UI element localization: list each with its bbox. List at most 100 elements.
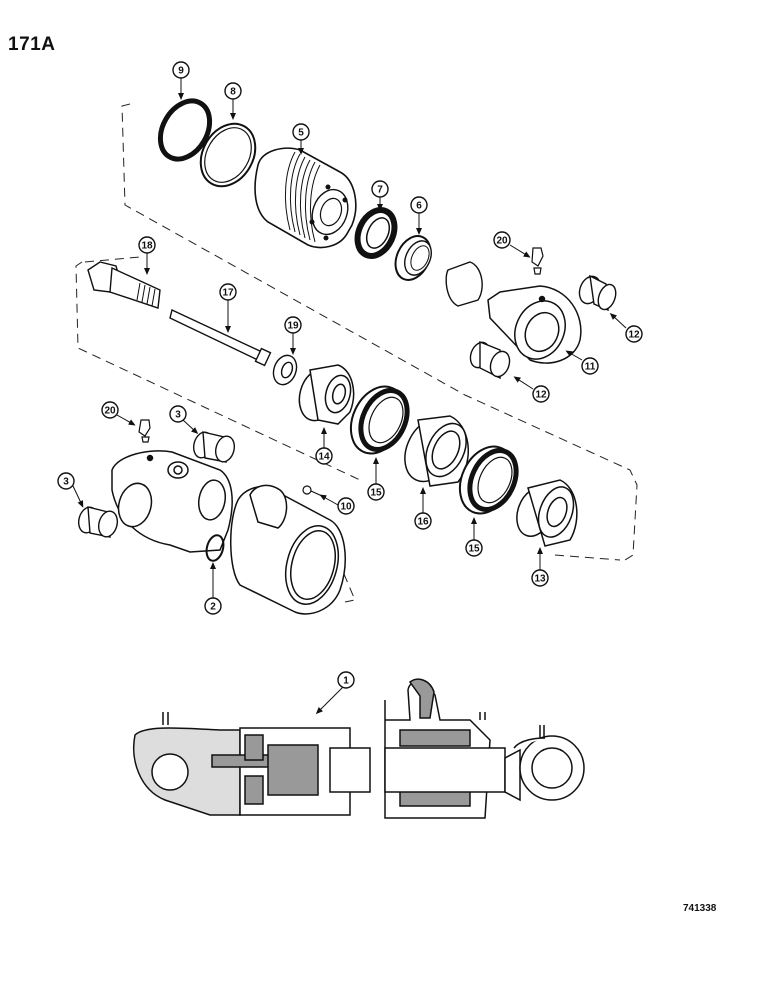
callout-number: 3 — [175, 410, 181, 421]
gland-part — [404, 415, 470, 487]
sleeve-part — [445, 261, 483, 307]
retainer-part — [298, 364, 355, 425]
screw-part — [302, 485, 323, 497]
callout-circle — [292, 123, 310, 141]
cylinder-tube-part — [230, 484, 346, 615]
callout-c1: 1 — [337, 671, 355, 689]
rod-eye-part — [487, 285, 582, 364]
callout-labels: 9 8 5 7 6 20 18 17 19 12 11 12 20 3 14 15 10 3 16 15 13 2 1 — [57, 61, 643, 689]
callout-circle — [532, 385, 550, 403]
callout-c2: 2 — [204, 597, 222, 615]
callout-number: 13 — [534, 574, 546, 585]
washer-part — [272, 354, 298, 386]
callout-c12b: 12 — [532, 385, 550, 403]
bushing-part — [578, 274, 617, 312]
callout-circle — [101, 401, 119, 419]
cylinder-base-part — [111, 450, 233, 553]
callout-c15b: 15 — [465, 539, 483, 557]
callout-number: 12 — [535, 390, 547, 401]
callout-number: 1 — [343, 676, 349, 687]
seal-part — [349, 385, 410, 455]
grease-fitting-part — [138, 419, 151, 443]
piston-part — [254, 147, 357, 249]
callout-leaders — [72, 78, 627, 715]
bushing-part — [77, 506, 119, 538]
bolt-part — [87, 261, 161, 309]
callout-circle — [337, 497, 355, 515]
callout-circle — [337, 671, 355, 689]
callout-circle — [493, 231, 511, 249]
callout-circle — [219, 283, 237, 301]
bushing-part — [192, 431, 236, 463]
o-ring-part — [205, 534, 225, 562]
callout-number: 2 — [210, 602, 216, 613]
callout-circle — [57, 472, 75, 490]
callout-circle — [138, 236, 156, 254]
callout-circle — [414, 512, 432, 530]
callout-c8: 8 — [224, 82, 242, 100]
callout-c17: 17 — [219, 283, 237, 301]
page-label: 171A — [8, 34, 56, 55]
callout-c11: 11 — [581, 357, 599, 375]
assembled-cylinder-view — [133, 678, 585, 819]
callout-circle — [581, 357, 599, 375]
callout-number: 15 — [468, 544, 480, 555]
callout-circle — [169, 405, 187, 423]
callout-number: 9 — [178, 66, 184, 77]
callout-c14: 14 — [315, 447, 333, 465]
callout-circle — [531, 569, 549, 587]
callout-c9: 9 — [172, 61, 190, 79]
callout-circle — [204, 597, 222, 615]
callout-circle — [625, 325, 643, 343]
callout-number: 14 — [318, 452, 330, 463]
callout-c3b: 3 — [57, 472, 75, 490]
wiper-part — [516, 479, 578, 547]
callout-circle — [284, 316, 302, 334]
callout-c20b: 20 — [101, 401, 119, 419]
callout-number: 6 — [416, 201, 422, 212]
seal-part — [458, 445, 519, 515]
tie-rod-part — [169, 309, 272, 367]
callout-number: 5 — [298, 128, 304, 139]
callout-c13: 13 — [531, 569, 549, 587]
callout-number: 20 — [496, 236, 508, 247]
callout-number: 3 — [63, 477, 69, 488]
callout-c7: 7 — [371, 180, 389, 198]
callout-circle — [315, 447, 333, 465]
callout-number: 16 — [417, 517, 429, 528]
callout-number: 20 — [104, 406, 116, 417]
assembly-outline — [75, 103, 638, 603]
callout-c5: 5 — [292, 123, 310, 141]
callout-c16: 16 — [414, 512, 432, 530]
backup-ring-part — [199, 122, 257, 188]
grease-fitting-part — [531, 247, 544, 275]
callout-number: 18 — [141, 241, 153, 252]
callout-c10: 10 — [337, 497, 355, 515]
callout-c12a: 12 — [625, 325, 643, 343]
callout-circle — [172, 61, 190, 79]
callout-c19: 19 — [284, 316, 302, 334]
callout-circle — [367, 483, 385, 501]
callout-c20a: 20 — [493, 231, 511, 249]
bushing-part — [469, 340, 511, 380]
callout-number: 15 — [370, 488, 382, 499]
callout-number: 7 — [377, 185, 383, 196]
wear-ring-part — [394, 235, 432, 281]
callout-c15a: 15 — [367, 483, 385, 501]
callout-circle — [465, 539, 483, 557]
callout-number: 11 — [585, 362, 596, 373]
callout-number: 8 — [230, 87, 236, 98]
callout-c3a: 3 — [169, 405, 187, 423]
callout-number: 19 — [287, 321, 299, 332]
callout-number: 12 — [628, 330, 640, 341]
callout-circle — [224, 82, 242, 100]
callout-c6: 6 — [410, 196, 428, 214]
drawing-number: 741338 — [683, 903, 717, 914]
callout-circle — [410, 196, 428, 214]
o-ring-part — [157, 98, 213, 162]
callout-number: 10 — [340, 502, 352, 513]
callout-number: 17 — [222, 288, 234, 299]
seal-part — [354, 207, 398, 259]
